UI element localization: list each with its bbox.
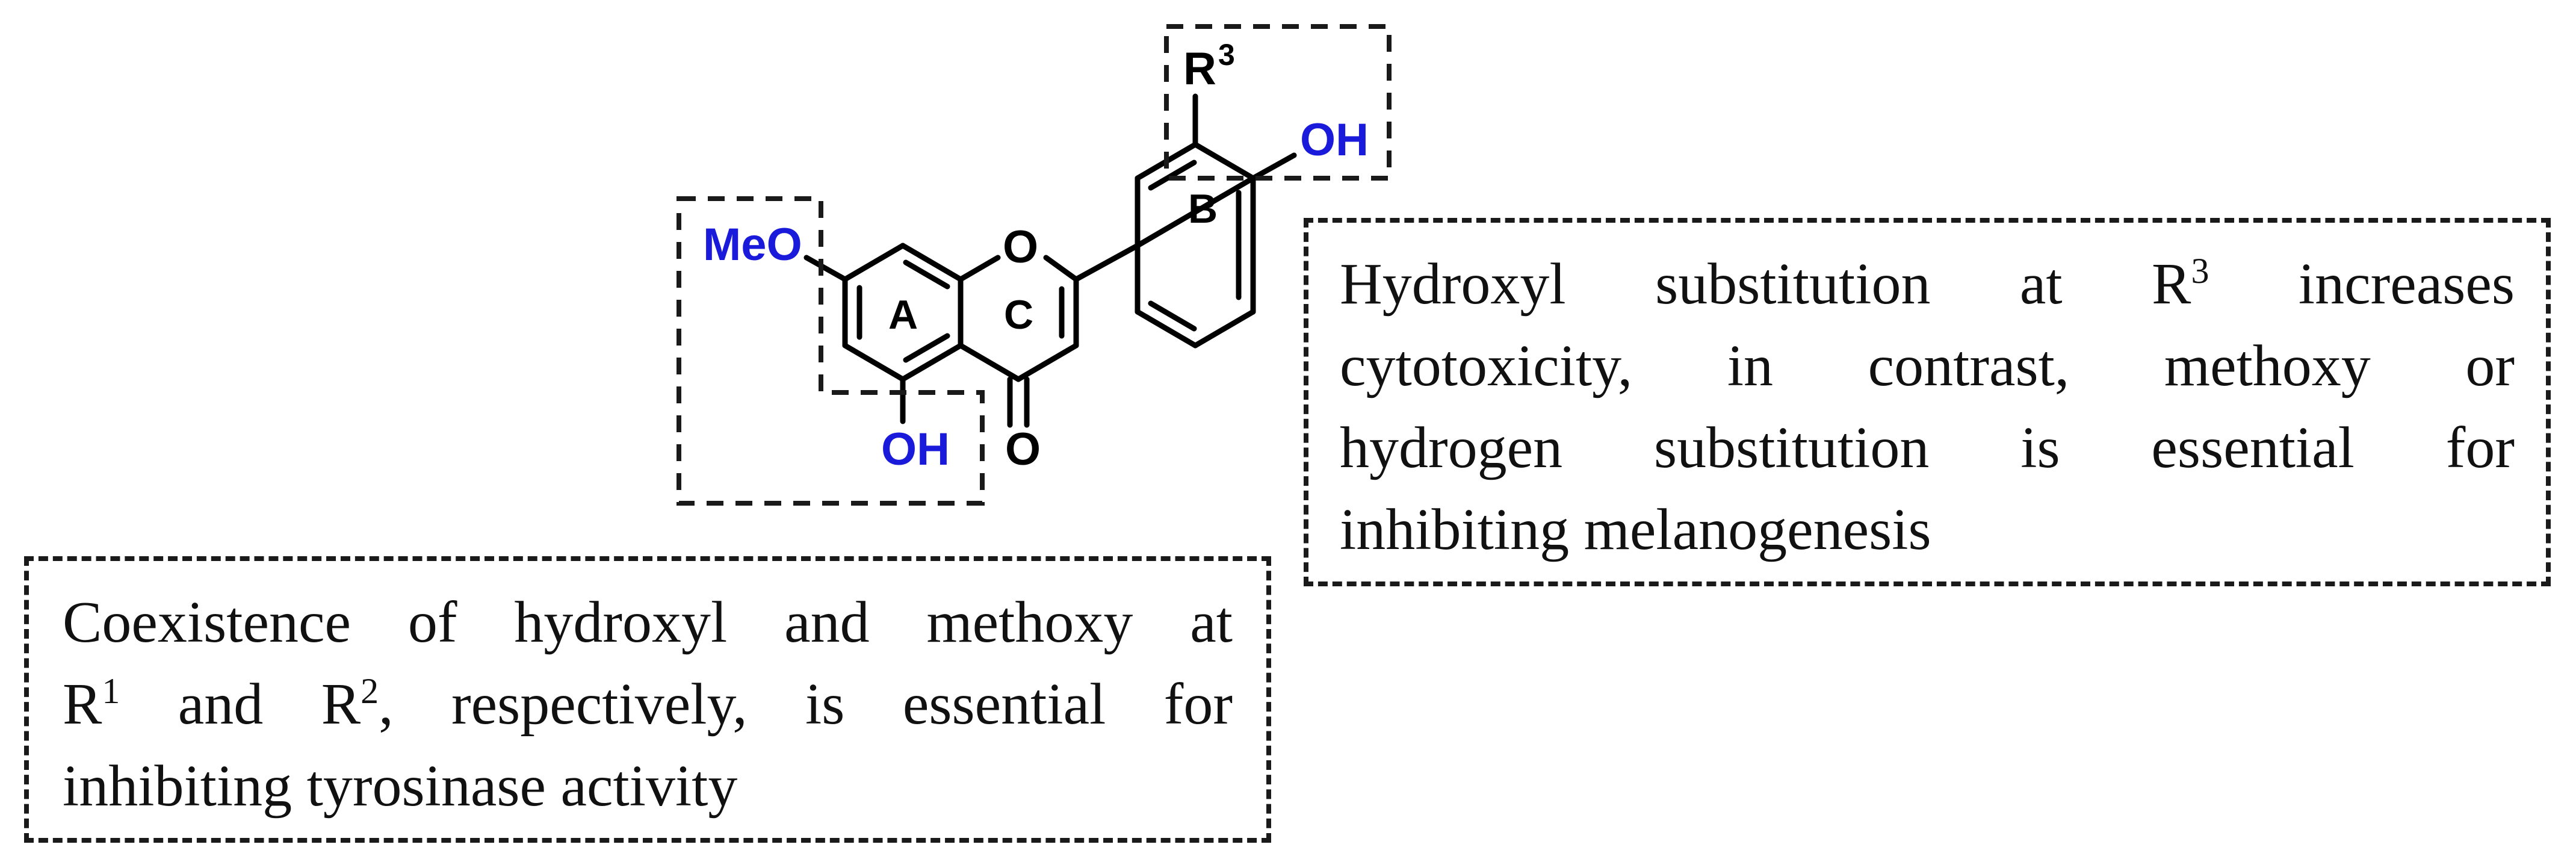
r3-index: 3 [1218,38,1235,72]
r1r2-note-line: R1 and R2, respectively, is essential fo… [63,671,1233,737]
r1r2-note-line: Coexistence of hydroxyl and methoxy at [63,590,1233,655]
r1r2-note-line: inhibiting tyrosinase activity [63,754,738,819]
r3-symbol: R [1183,43,1216,95]
ring-c-label: C [1004,292,1033,338]
r3-note-box [1304,218,2551,586]
r1r2-note-text: Coexistence of hydroxyl and methoxy at R… [63,581,1233,827]
bonds [803,93,1297,428]
carbonyl-oxygen-label: O [1005,424,1041,475]
r3-note-line: cytotoxicity, in contrast, methoxy or [1340,333,2515,398]
ring-b-label: B [1188,186,1218,232]
substituent-highlights [677,24,1392,506]
ring-oxygen-label: O [1003,222,1038,273]
ring-a-label: A [888,292,918,338]
r1r2-note-box [24,556,1271,843]
r3-note-line: inhibiting melanogenesis [1340,497,1931,562]
hydroxyl-4p-label: OH [1300,114,1369,166]
r3-note-text: Hydroxyl substitution at R3 increases cy… [1340,243,2515,571]
r3-note-line: hydrogen substitution is essential for [1340,415,2515,480]
r3-note-line: Hydroxyl substitution at R3 increases [1340,251,2515,317]
hydroxyl-5-label: OH [881,424,950,475]
meo-label: MeO [703,219,802,270]
r1-r2-highlight-outline [677,196,985,506]
r3-highlight-outline [1164,24,1392,181]
